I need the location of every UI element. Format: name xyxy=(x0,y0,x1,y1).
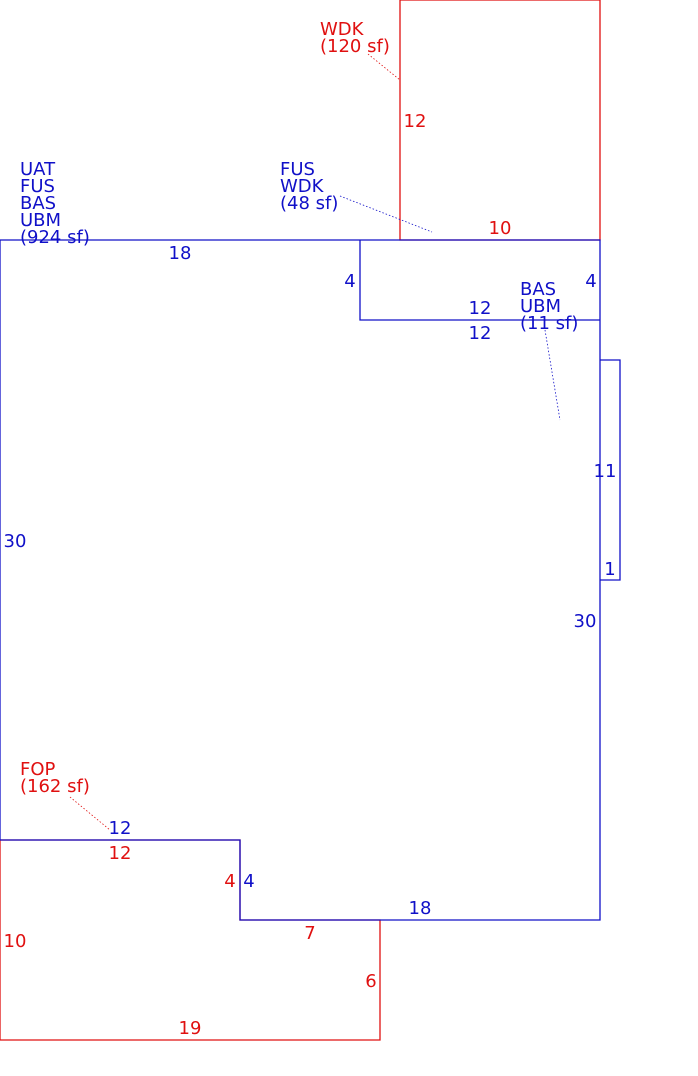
leader-wdk xyxy=(367,53,401,81)
dim-fop-right: 6 xyxy=(365,971,376,992)
dim-main-step-top-blue: 12 xyxy=(109,818,132,839)
dim-step-red: 4 xyxy=(224,871,235,892)
area-label-line: (924 sf) xyxy=(20,227,90,248)
dim-fop-left: 10 xyxy=(4,931,27,952)
dim-wdk-left: 12 xyxy=(404,111,427,132)
area-label-line: WDK xyxy=(320,19,365,40)
dim-notch-bottom-b: 12 xyxy=(469,323,492,344)
dim-notch-left: 4 xyxy=(344,271,355,292)
area-label-line: WDK xyxy=(280,176,325,197)
dim-fop-top-right: 7 xyxy=(304,923,315,944)
dim-notch-right: 4 xyxy=(585,271,596,292)
fop-outline xyxy=(0,839,381,1041)
bump-outline xyxy=(600,359,621,581)
dim-fop-bottom: 19 xyxy=(179,1018,202,1039)
dim-step-blue: 4 xyxy=(243,871,254,892)
area-label-line: UBM xyxy=(20,210,61,231)
area-label-line: (11 sf) xyxy=(520,313,578,334)
area-label-line: FUS xyxy=(20,176,55,197)
dim-bump-bottom: 1 xyxy=(604,559,615,580)
dim-main-bottom: 18 xyxy=(409,898,432,919)
leader-bas-ubm xyxy=(544,329,561,421)
main-outline xyxy=(0,239,601,921)
dim-wdk-bottom: 10 xyxy=(489,218,512,239)
leader-fop xyxy=(69,796,111,831)
area-label-line: BAS xyxy=(520,279,556,300)
leader-fus-wdk xyxy=(339,195,433,233)
area-label-wdk-top: WDK(120 sf) xyxy=(320,19,390,57)
dim-main-left: 30 xyxy=(4,531,27,552)
area-label-line: BAS xyxy=(20,193,56,214)
dim-bump-left: 11 xyxy=(594,461,617,482)
dim-main-right: 30 xyxy=(574,611,597,632)
area-label-fop: FOP(162 sf) xyxy=(20,759,90,797)
area-label-line: (162 sf) xyxy=(20,776,90,797)
area-label-line: FUS xyxy=(280,159,315,180)
dim-notch-bottom-a: 12 xyxy=(469,298,492,319)
dim-fop-top-red: 12 xyxy=(109,843,132,864)
dim-main-top: 18 xyxy=(169,243,192,264)
area-label-line: (48 sf) xyxy=(280,193,338,214)
notch-outline xyxy=(359,240,600,321)
area-label-line: UAT xyxy=(20,159,56,180)
area-label-line: UBM xyxy=(520,296,561,317)
area-label-line: (120 sf) xyxy=(320,36,390,57)
area-label-line: FOP xyxy=(20,759,56,780)
wdk-outline xyxy=(399,0,601,241)
